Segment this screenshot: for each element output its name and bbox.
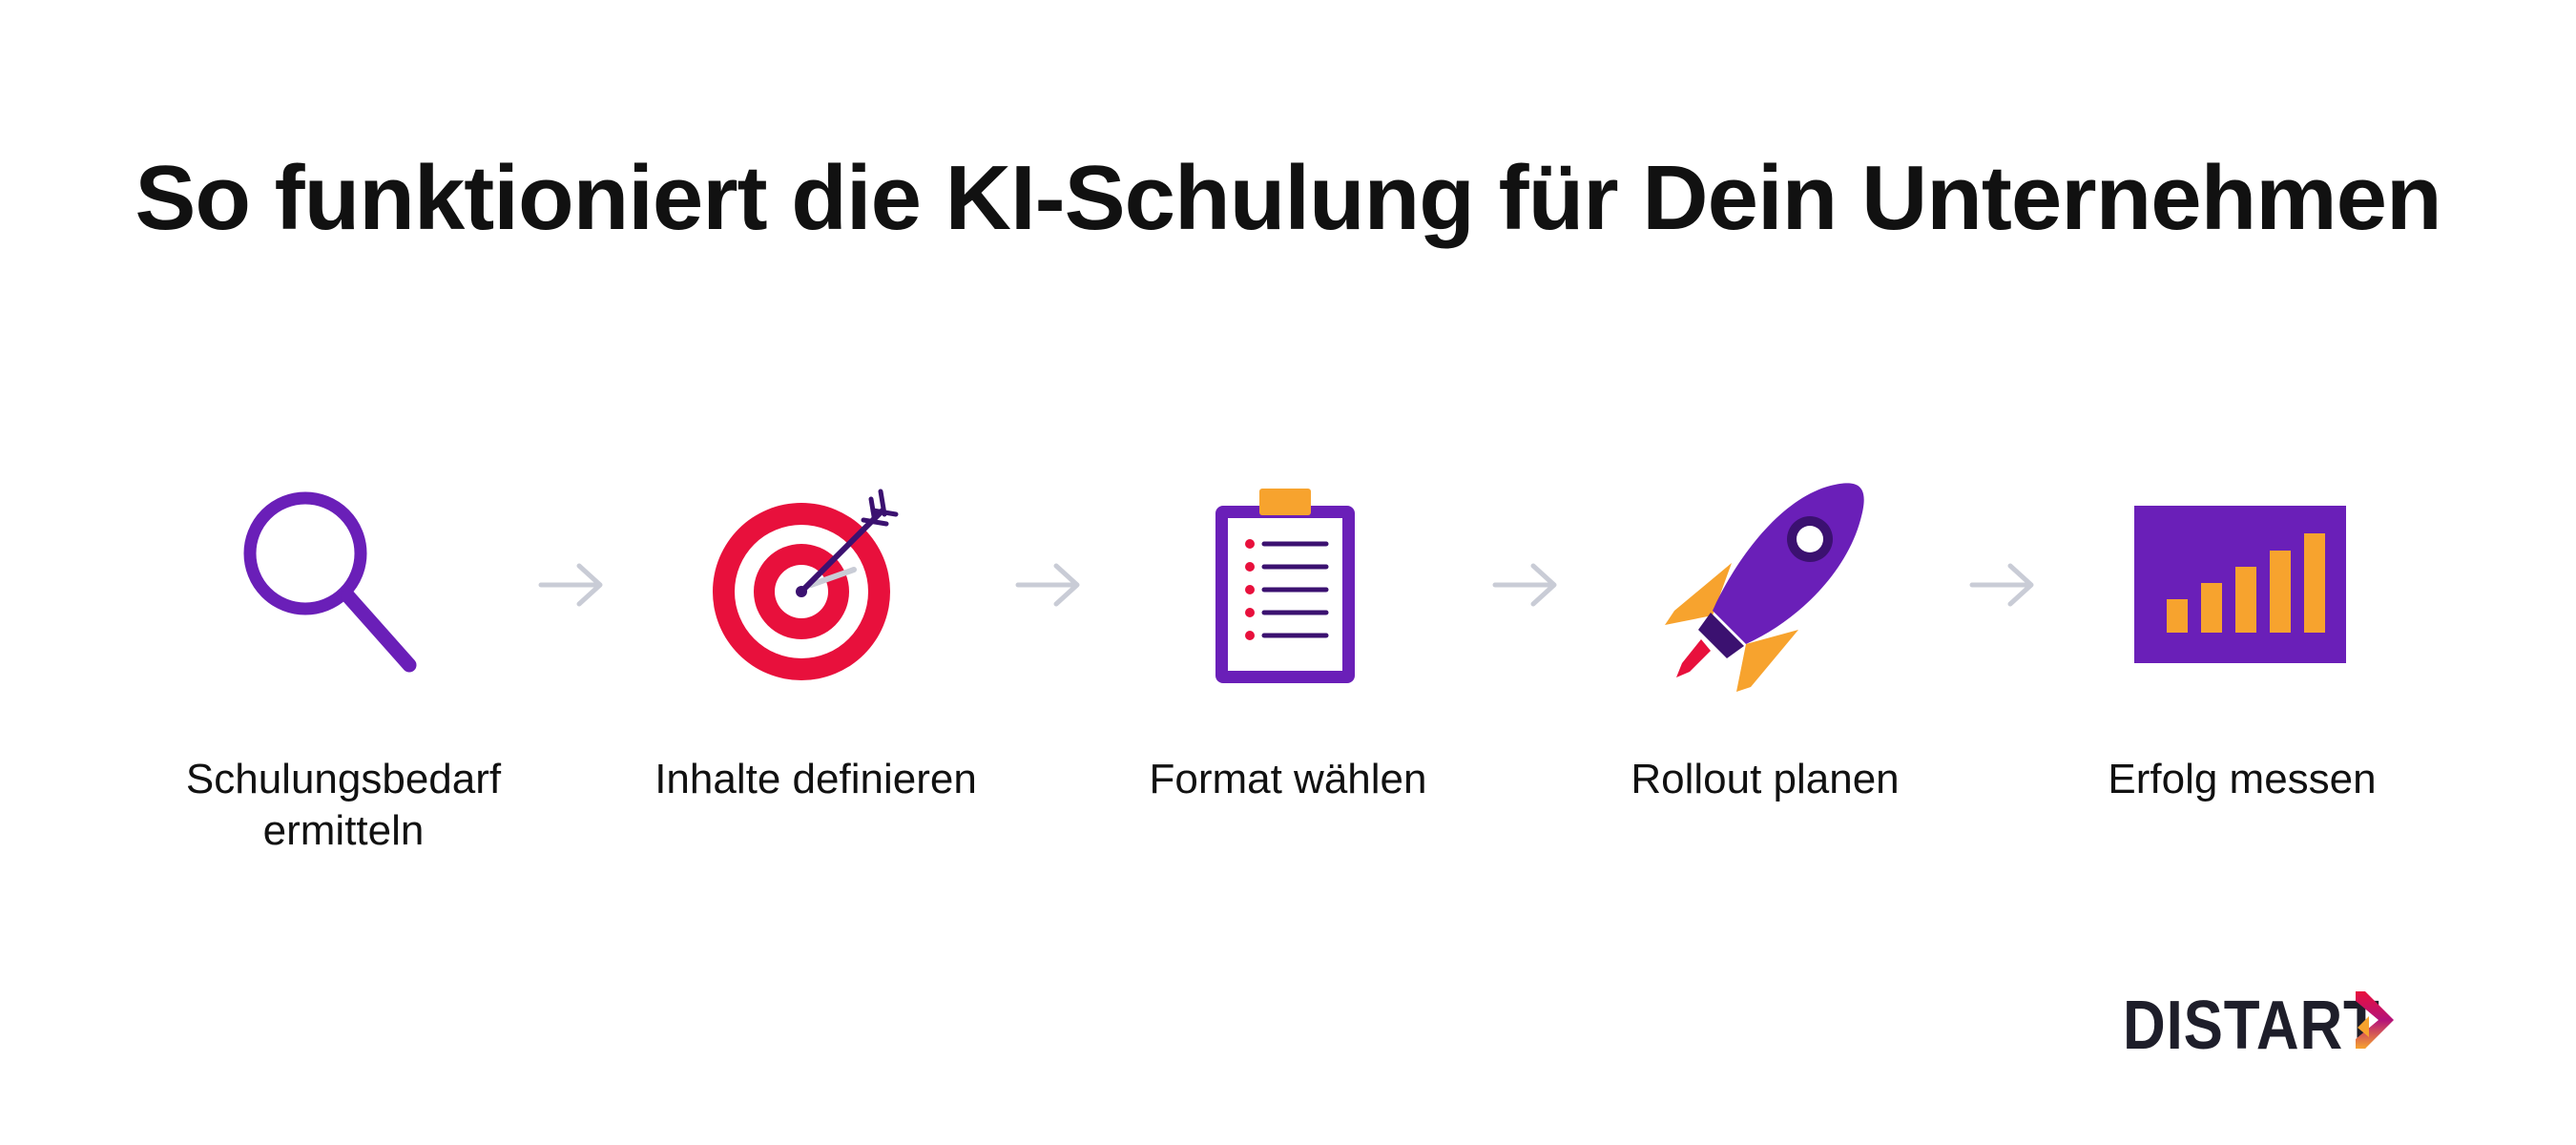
logo-wordmark: DISTART (2123, 988, 2380, 1064)
arrow-right-icon (1492, 563, 1557, 607)
bar-chart-bar (2167, 599, 2188, 633)
bar-chart-icon (2134, 506, 2346, 663)
step-label-4: Rollout planen (1565, 754, 1965, 805)
arrow-right-icon (1969, 563, 2034, 607)
page-title: So funktioniert die KI-Schulung für Dein… (135, 147, 2441, 249)
step-label-2: Inhalte definieren (615, 754, 1016, 805)
rocket-icon (1665, 483, 1864, 692)
step-label-1-line2: ermitteln (262, 807, 425, 854)
arrow-right-icon (1015, 563, 1080, 607)
distart-logo: DISTART (2123, 988, 2422, 1064)
bar-chart-bar (2201, 583, 2222, 633)
step-label-4-line1: Rollout planen (1631, 756, 1900, 802)
target-icon (713, 489, 899, 680)
magnifier-icon (243, 491, 417, 673)
step-label-1-line1: Schulungsbedarf (185, 756, 502, 802)
step-label-5-line1: Erfolg messen (2108, 756, 2377, 802)
bar-chart-bar (2270, 551, 2291, 633)
step-label-3-line1: Format wählen (1149, 756, 1427, 802)
logo-mark-icon (2356, 991, 2394, 1049)
step-label-1: Schulungsbedarf ermitteln (143, 754, 544, 857)
bar-chart-bar (2304, 533, 2325, 633)
clipboard-icon (1215, 489, 1355, 683)
step-label-3: Format wählen (1088, 754, 1488, 805)
step-label-2-line1: Inhalte definieren (654, 756, 977, 802)
arrow-right-icon (538, 563, 603, 607)
bar-chart-bar (2235, 567, 2256, 633)
step-label-5: Erfolg messen (2042, 754, 2442, 805)
